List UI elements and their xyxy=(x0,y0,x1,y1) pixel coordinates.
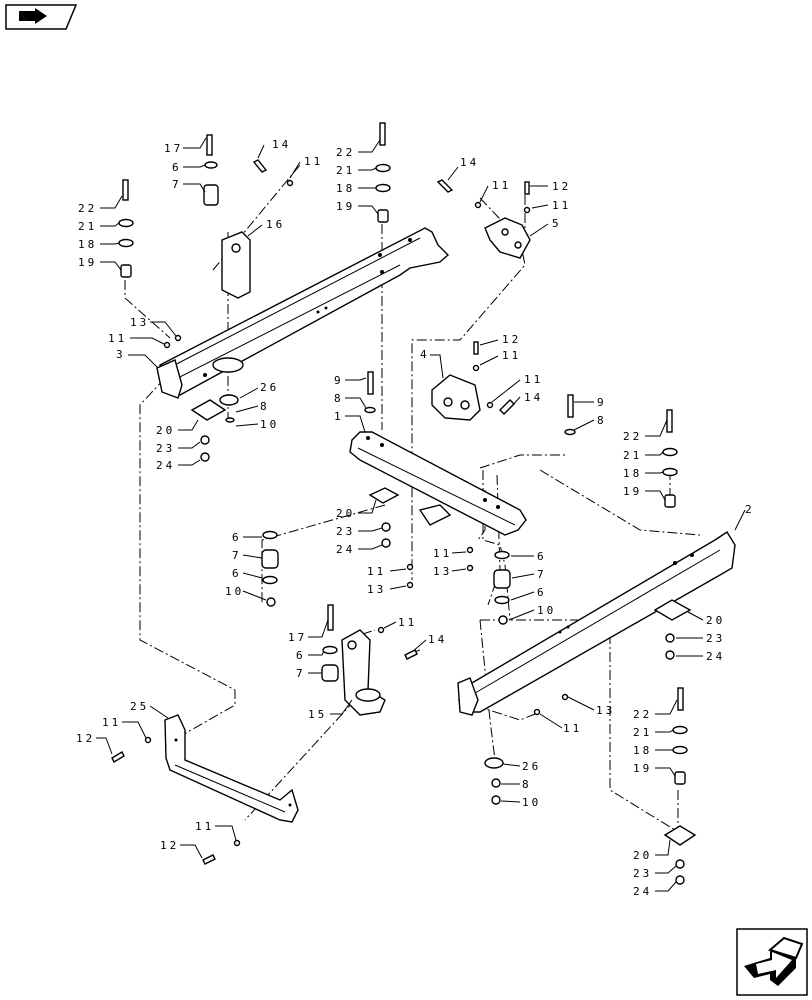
callout-24: 24 xyxy=(336,543,355,556)
callout-22: 22 xyxy=(336,146,355,159)
callout-26: 26 xyxy=(260,381,279,394)
callout-25: 25 xyxy=(130,700,149,713)
callout-17: 17 xyxy=(288,631,307,644)
callout-18: 18 xyxy=(336,182,355,195)
rail-part-25 xyxy=(164,714,299,823)
callout-11: 11 xyxy=(433,547,452,560)
callout-3: 3 xyxy=(116,348,126,361)
callout-13: 13 xyxy=(596,704,615,717)
callout-20: 20 xyxy=(633,849,652,862)
callout-18: 18 xyxy=(623,467,642,480)
callout-6: 6 xyxy=(232,531,242,544)
callout-24: 24 xyxy=(633,885,652,898)
callout-6: 6 xyxy=(232,567,242,580)
callout-11: 11 xyxy=(502,349,521,362)
callout-22: 22 xyxy=(633,708,652,721)
callout-15: 15 xyxy=(308,708,327,721)
callout-11: 11 xyxy=(195,820,214,833)
rail-part-2 xyxy=(457,531,736,716)
callout-23: 23 xyxy=(633,867,652,880)
callout-20: 20 xyxy=(706,614,725,627)
callout-23: 23 xyxy=(336,525,355,538)
callout-21: 21 xyxy=(623,449,642,462)
crossmember-part-1 xyxy=(349,431,527,536)
callout-6: 6 xyxy=(537,586,547,599)
callout-24: 24 xyxy=(706,650,725,663)
bracket-part-16 xyxy=(221,231,251,299)
callout-4: 4 xyxy=(420,348,430,361)
callout-7: 7 xyxy=(537,568,547,581)
hardware-stacks xyxy=(111,122,697,885)
callout-23: 23 xyxy=(706,632,725,645)
callout-6: 6 xyxy=(296,649,306,662)
callout-12: 12 xyxy=(502,333,521,346)
callout-16: 16 xyxy=(266,218,285,231)
callout-13: 13 xyxy=(130,316,149,329)
callout-19: 19 xyxy=(336,200,355,213)
callout-10: 10 xyxy=(225,585,244,598)
callout-10: 10 xyxy=(522,796,541,809)
callout-13: 13 xyxy=(433,565,452,578)
callout-14: 14 xyxy=(272,138,291,151)
callout-17: 17 xyxy=(164,142,183,155)
callout-11: 11 xyxy=(563,722,582,735)
callout-12: 12 xyxy=(160,839,179,852)
callout-23: 23 xyxy=(156,442,175,455)
callout-8: 8 xyxy=(260,400,270,413)
callout-9: 9 xyxy=(597,396,607,409)
callout-11: 11 xyxy=(304,155,323,168)
callout-8: 8 xyxy=(522,778,532,791)
callout-14: 14 xyxy=(460,156,479,169)
callout-11: 11 xyxy=(108,332,127,345)
callout-7: 7 xyxy=(296,667,306,680)
callout-19: 19 xyxy=(633,762,652,775)
callout-20: 20 xyxy=(156,424,175,437)
callout-10: 10 xyxy=(260,418,279,431)
callout-18: 18 xyxy=(633,744,652,757)
callout-11: 11 xyxy=(552,199,571,212)
callout-11: 11 xyxy=(367,565,386,578)
callout-1: 1 xyxy=(334,410,344,423)
callout-11: 11 xyxy=(398,616,417,629)
callout-11: 11 xyxy=(524,373,543,386)
callout-6: 6 xyxy=(172,161,182,174)
callout-26: 26 xyxy=(522,760,541,773)
callout-2: 2 xyxy=(745,503,755,516)
bracket-part-5 xyxy=(484,217,531,259)
callout-5: 5 xyxy=(552,217,562,230)
callout-19: 19 xyxy=(78,256,97,269)
callout-21: 21 xyxy=(633,726,652,739)
callout-18: 18 xyxy=(78,238,97,251)
callout-7: 7 xyxy=(232,549,242,562)
callout-labels: 17 6 7 14 11 16 22 21 18 19 22 21 18 19 … xyxy=(76,137,755,898)
callout-8: 8 xyxy=(597,414,607,427)
page-back-arrow-icon[interactable] xyxy=(5,4,78,30)
callout-22: 22 xyxy=(78,202,97,215)
callout-11: 11 xyxy=(492,179,511,192)
callout-9: 9 xyxy=(334,374,344,387)
callout-6: 6 xyxy=(537,550,547,563)
callout-12: 12 xyxy=(552,180,571,193)
callout-7: 7 xyxy=(172,178,182,191)
callout-8: 8 xyxy=(334,392,344,405)
page-forward-arrow-icon[interactable] xyxy=(736,928,808,996)
callout-14: 14 xyxy=(428,633,447,646)
rail-part-3 xyxy=(156,227,450,399)
callout-10: 10 xyxy=(537,604,556,617)
callout-21: 21 xyxy=(78,220,97,233)
callout-13: 13 xyxy=(367,583,386,596)
callout-24: 24 xyxy=(156,459,175,472)
callout-20: 20 xyxy=(336,507,355,520)
callout-12: 12 xyxy=(76,732,95,745)
callout-21: 21 xyxy=(336,164,355,177)
callout-19: 19 xyxy=(623,485,642,498)
bracket-part-15 xyxy=(341,629,386,716)
callout-22: 22 xyxy=(623,430,642,443)
callout-11: 11 xyxy=(102,716,121,729)
callout-14: 14 xyxy=(524,391,543,404)
bracket-part-4 xyxy=(431,374,481,421)
